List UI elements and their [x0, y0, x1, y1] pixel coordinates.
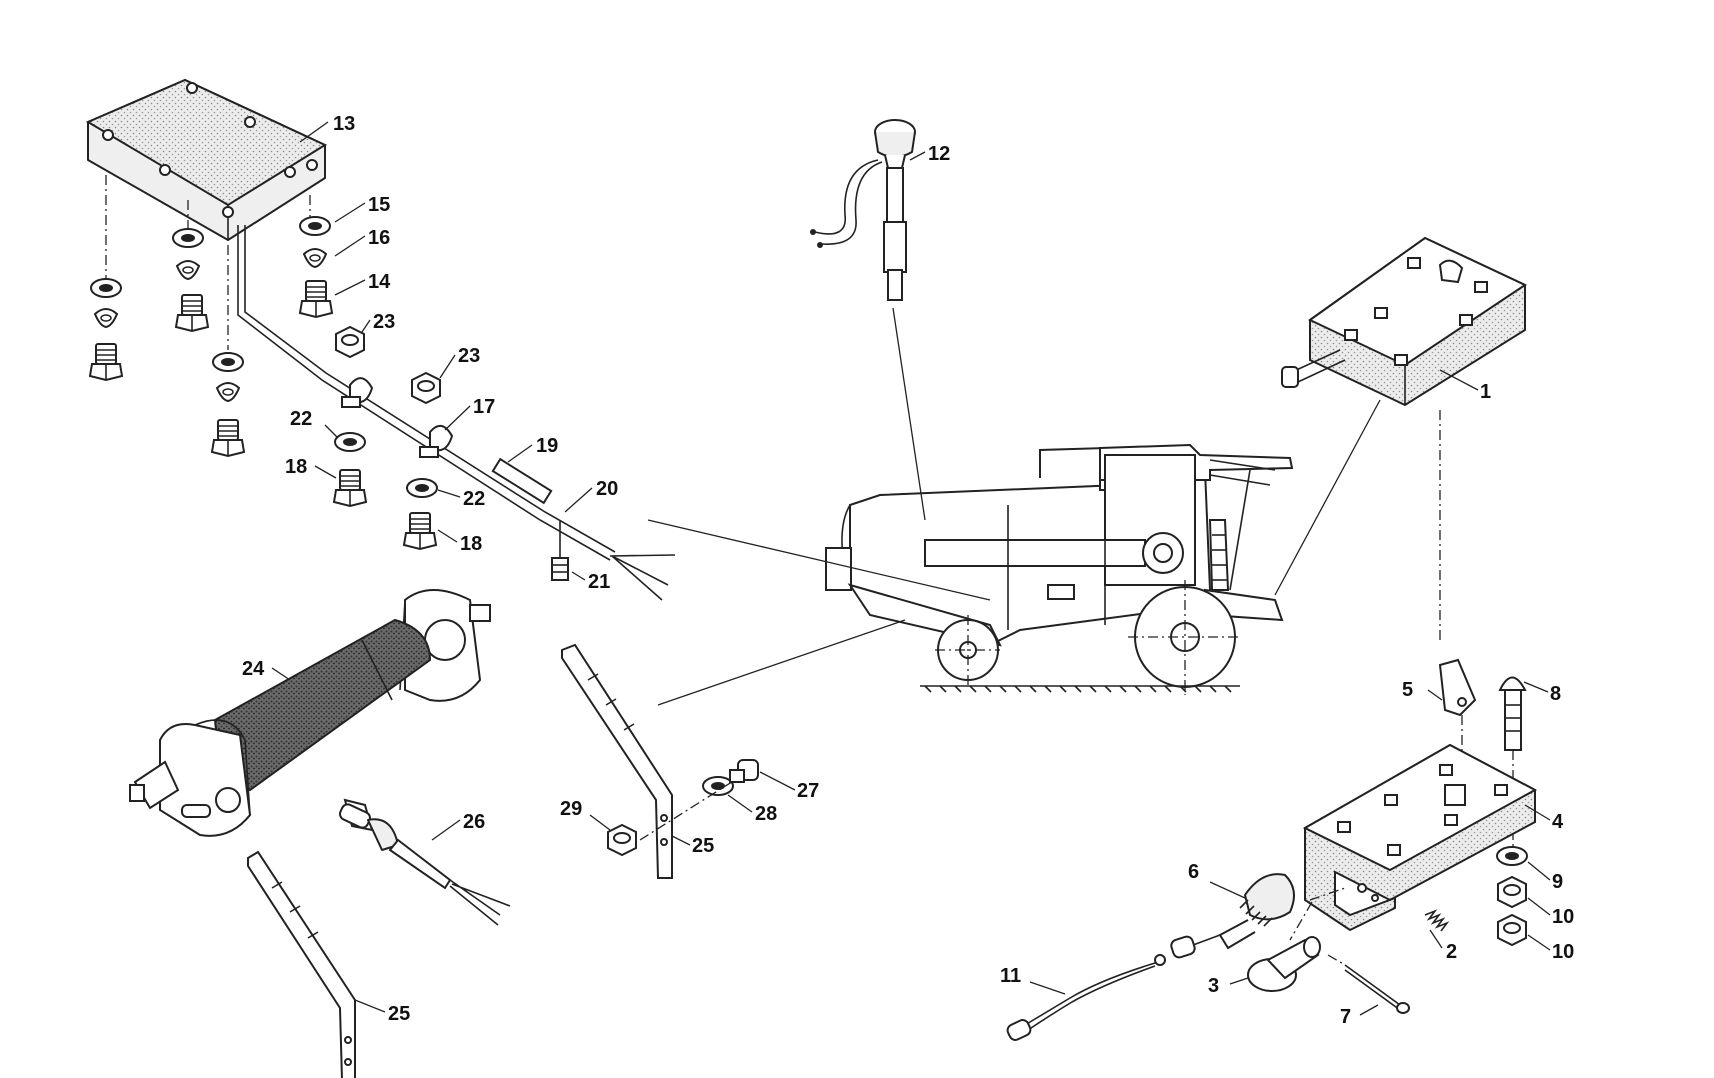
nut-29 — [607, 824, 637, 856]
callout-9: 9 — [1552, 871, 1563, 893]
callout-5: 5 — [1402, 679, 1413, 701]
spring-2 — [1424, 909, 1450, 932]
callout-leaders — [271, 121, 1551, 1016]
lock-washer — [216, 382, 240, 402]
cable-11 — [1006, 954, 1166, 1041]
mount-axis-line — [1309, 887, 1346, 901]
connector-6 — [1170, 873, 1295, 959]
callout-28: 28 — [755, 803, 777, 825]
callout-7: 7 — [1340, 1006, 1351, 1028]
lock-washer — [176, 260, 200, 280]
callout-8: 8 — [1550, 683, 1561, 705]
washer-9 — [1496, 846, 1528, 866]
callout-18: 18 — [285, 456, 307, 478]
callout-1: 1 — [1480, 381, 1491, 403]
callout-16: 16 — [368, 227, 390, 249]
bolt-18 — [403, 512, 437, 550]
callout-11: 11 — [1000, 965, 1021, 987]
roller-assembly-24 — [129, 589, 491, 837]
washer — [212, 352, 244, 372]
washer-22 — [334, 432, 366, 452]
callout-24: 24 — [242, 658, 265, 680]
combine-harvester — [825, 443, 1294, 695]
bracket-5 — [1438, 658, 1477, 717]
bracket-25-lower — [247, 850, 356, 1078]
control-box-4 — [1302, 743, 1538, 932]
lock-washer-16 — [303, 248, 327, 268]
bolt — [211, 419, 245, 457]
bolt — [89, 343, 123, 381]
nut-10 — [1497, 914, 1527, 946]
nut-10 — [1497, 876, 1527, 908]
callout-2: 2 — [1446, 941, 1457, 963]
washer-28 — [702, 776, 734, 796]
mount-axis-line — [1289, 901, 1313, 941]
bolt-27 — [729, 759, 759, 783]
callout-26: 26 — [463, 811, 485, 833]
callout-10: 10 — [1552, 906, 1574, 928]
pin-3 — [1247, 936, 1321, 992]
location-line — [647, 519, 991, 601]
mounting-plate-13 — [85, 78, 676, 601]
sensor-26 — [338, 798, 511, 926]
callout-21: 21 — [588, 571, 610, 593]
bolt-18 — [333, 469, 367, 507]
callout-12: 12 — [928, 143, 950, 165]
callout-6: 6 — [1188, 861, 1199, 883]
cotter-pin-7 — [1344, 964, 1410, 1014]
callout-17: 17 — [473, 396, 495, 418]
mount-axis-line — [1327, 954, 1346, 966]
callout-22: 22 — [290, 408, 312, 430]
location-line — [657, 619, 906, 706]
location-line — [892, 307, 926, 521]
bolt — [175, 294, 209, 332]
callout-23: 23 — [373, 311, 395, 333]
callout-20: 20 — [596, 478, 618, 500]
washer — [172, 228, 204, 248]
callout-25: 25 — [388, 1003, 410, 1025]
screw-21 — [551, 520, 569, 581]
sensor-12 — [810, 119, 916, 301]
callout-3: 3 — [1208, 975, 1219, 997]
bracket-25-upper — [561, 643, 673, 879]
callout-27: 27 — [797, 780, 819, 802]
nut-23 — [411, 372, 441, 404]
control-box-1 — [1281, 236, 1528, 407]
callout-22: 22 — [463, 488, 485, 510]
callout-29: 29 — [560, 798, 582, 820]
cable-clamp — [341, 377, 374, 408]
bolt-14 — [299, 280, 333, 318]
callout-13: 13 — [333, 113, 355, 135]
callout-4: 4 — [1552, 811, 1564, 833]
washer-15 — [299, 216, 331, 236]
washer — [90, 278, 122, 298]
callout-10: 10 — [1552, 941, 1574, 963]
bolt-8 — [1498, 676, 1527, 751]
nut-23 — [335, 326, 365, 358]
callout-19: 19 — [536, 435, 558, 457]
lock-washer — [94, 308, 118, 328]
callout-14: 14 — [368, 271, 391, 293]
callout-labels: 13 15 16 14 23 23 17 19 20 22 18 22 18 2… — [242, 113, 1574, 1028]
callout-15: 15 — [368, 194, 390, 216]
callout-25: 25 — [692, 835, 714, 857]
washer-22 — [406, 478, 438, 498]
cable-clamp-17 — [419, 425, 454, 458]
callout-23: 23 — [458, 345, 480, 367]
location-line — [1274, 399, 1381, 596]
callout-18: 18 — [460, 533, 482, 555]
